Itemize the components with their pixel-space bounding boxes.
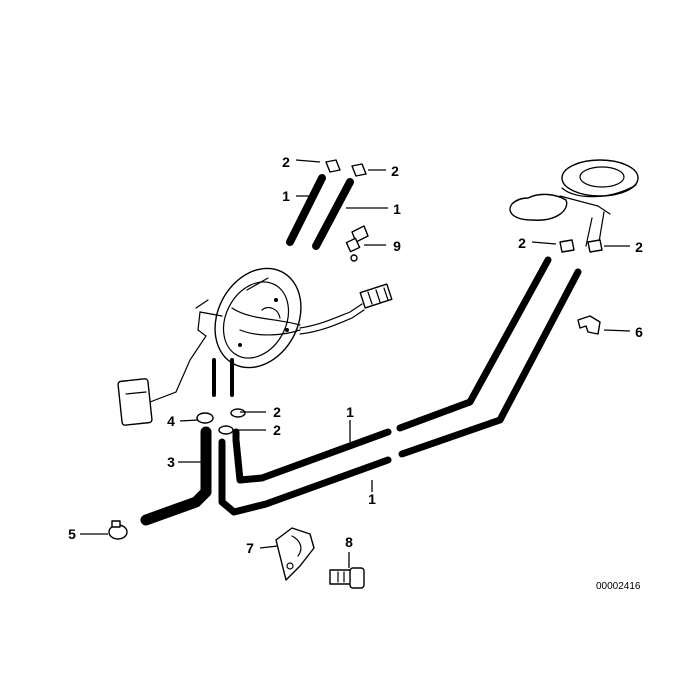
callout-clip: 6	[635, 324, 643, 340]
clamp-mid-b	[218, 425, 234, 435]
callout-holder: 7	[246, 540, 254, 556]
callout-hose-top-right: 1	[393, 201, 401, 217]
callout-clamp-top-right: 2	[391, 163, 399, 179]
clamp-mid-a	[230, 408, 246, 418]
clamp-tank-b	[587, 239, 603, 253]
callout-clamp-upper-right-b: 2	[635, 239, 643, 255]
fuel-sender-unit	[117, 267, 393, 426]
pipe-clip	[577, 315, 601, 335]
callout-hose-short: 3	[167, 454, 175, 470]
fuel-line-upper	[232, 256, 552, 484]
callout-hose-top-left: 1	[282, 188, 290, 204]
callout-valve: 9	[393, 238, 401, 254]
callout-clamp-collar: 4	[167, 413, 175, 429]
top-right-hose-assembly	[312, 163, 367, 250]
clamp-tank-a	[559, 239, 575, 253]
callout-hose-clamp: 5	[68, 526, 76, 542]
tank-sender-unit	[509, 159, 639, 249]
callout-bolt: 8	[345, 534, 353, 550]
collar-clamp	[196, 412, 214, 424]
hose-clamp	[108, 520, 128, 540]
callout-clamp-mid-a: 2	[273, 404, 281, 420]
fuel-line-lower	[218, 268, 582, 516]
pipe-holder	[275, 527, 315, 581]
callout-clamp-top-left: 2	[282, 154, 290, 170]
check-valve	[345, 225, 369, 262]
callout-clamp-mid-b: 2	[273, 422, 281, 438]
short-hose	[140, 426, 212, 526]
callout-pipe-upper: 1	[346, 404, 354, 420]
callout-clamp-upper-right-a: 2	[518, 235, 526, 251]
top-left-hose-assembly	[286, 159, 341, 246]
drawing-number: 00002416	[596, 581, 641, 592]
callout-pipe-lower: 1	[368, 491, 376, 507]
bolt	[329, 567, 365, 589]
